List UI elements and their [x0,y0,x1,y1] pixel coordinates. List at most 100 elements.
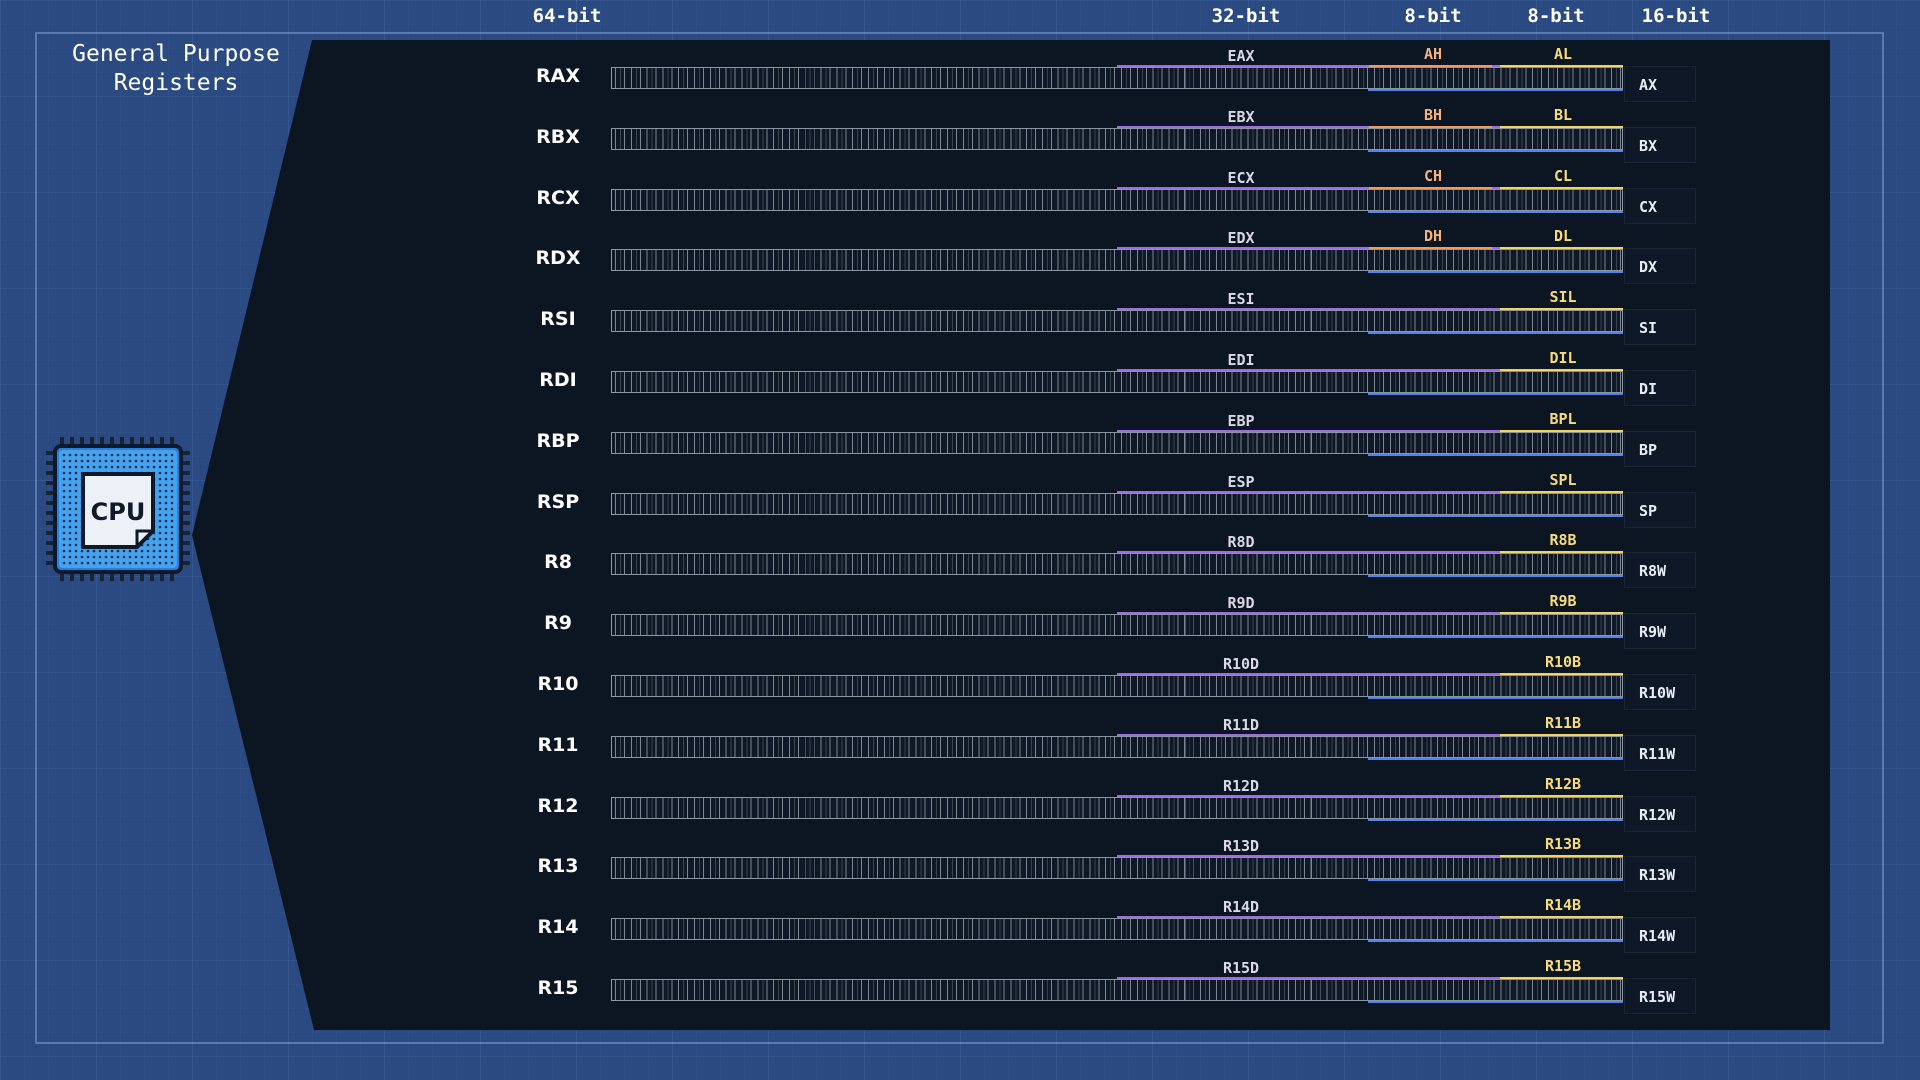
header-8-bit-high: 8-bit [1404,5,1462,27]
register-bit-cells [611,553,1623,576]
segment-16-bit [1368,210,1623,213]
segment-16-bit [1368,332,1623,335]
segment-8-bit-low [1500,125,1623,128]
segment-8-bit-high [1369,65,1492,67]
segment-32-bit [1117,673,1623,675]
register-name: R9 [544,612,572,635]
segment-8-bit-low [1500,65,1623,67]
register-16-bit-label: R10W [1624,674,1696,710]
register-name: RBX [536,125,580,148]
segment-32-bit [1117,369,1623,371]
register-bit-cells [611,796,1623,819]
register-16-bit-label: R11W [1624,734,1696,771]
segment-8-bit-low [1500,429,1623,432]
register-bit-cells [611,67,1623,89]
header-32-bit: 32-bit [1211,5,1281,27]
register-16-bit-label: R13W [1624,856,1696,893]
segment-8-bit-high [1369,186,1492,189]
segment-8-bit-low [1500,612,1623,615]
segment-16-bit [1368,89,1623,91]
segment-8-bit-low [1500,369,1623,371]
register-name: RSI [540,308,576,331]
segment-16-bit [1368,879,1623,882]
register-name: RAX [536,65,580,87]
register-16-bit-label: CX [1624,187,1696,224]
segment-16-bit [1368,575,1623,578]
segment-16-bit [1368,697,1623,699]
register-16-bit-label: R14W [1624,917,1696,954]
register-name: R8 [544,551,572,574]
header-8-bit-low: 8-bit [1527,5,1585,27]
register-bit-cells [611,857,1623,880]
register-16-bit-label: R15W [1624,978,1696,1014]
segment-8-bit-low [1500,308,1623,311]
segment-8-bit-high [1369,125,1492,128]
register-16-bit-label: AX [1624,66,1696,102]
register-bit-cells [611,979,1623,1001]
segment-32-bit [1117,794,1623,797]
segment-32-bit [1117,551,1623,554]
segment-8-bit-low [1500,733,1623,736]
register-16-bit-label: R8W [1624,552,1696,589]
segment-8-bit-low [1500,186,1623,189]
segment-16-bit [1368,453,1623,456]
register-name: R14 [537,916,579,939]
segment-32-bit [1117,308,1623,311]
register-name: RDI [539,369,577,391]
segment-8-bit-low [1500,977,1623,979]
register-bit-cells [611,918,1623,941]
register-name: RDX [535,247,581,270]
register-name: R12 [537,794,579,817]
register-16-bit-label: DX [1624,248,1696,285]
register-16-bit-label: R9W [1624,613,1696,650]
register-16-bit-label: R12W [1624,795,1696,832]
register-bit-cells [611,249,1623,272]
header-16-bit: 16-bit [1641,5,1711,27]
header-64-bit: 64-bit [532,5,602,27]
register-name: R15 [537,977,579,999]
segment-16-bit [1368,393,1623,395]
segment-16-bit [1368,271,1623,274]
segment-16-bit [1368,757,1623,760]
segment-16-bit [1368,149,1623,152]
register-bit-cells [611,431,1623,454]
segment-32-bit [1117,855,1623,858]
segment-8-bit-low [1500,247,1623,250]
segment-32-bit [1117,733,1623,736]
register-bit-cells [611,310,1623,333]
segment-16-bit [1368,818,1623,821]
register-16-bit-label: DI [1624,370,1696,406]
register-bit-cells [611,371,1623,393]
segment-8-bit-low [1500,673,1623,675]
register-16-bit-label: BX [1624,126,1696,163]
register-16-bit-label: SI [1624,309,1696,346]
segment-32-bit [1117,977,1623,979]
register-bit-cells [611,614,1623,637]
register-name: R13 [537,855,579,878]
register-16-bit-label: BP [1624,430,1696,467]
cpu-label: CPU [91,498,146,526]
cpu-chip-icon: CPU [46,437,190,581]
segment-16-bit [1368,636,1623,639]
diagram-frame [35,32,1884,1044]
segment-32-bit [1117,612,1623,615]
register-name: RCX [536,186,580,209]
segment-32-bit [1117,490,1623,493]
register-name: RSP [536,490,580,513]
register-bit-cells [611,735,1623,758]
segment-8-bit-high [1369,247,1492,250]
register-bit-cells [611,675,1623,697]
